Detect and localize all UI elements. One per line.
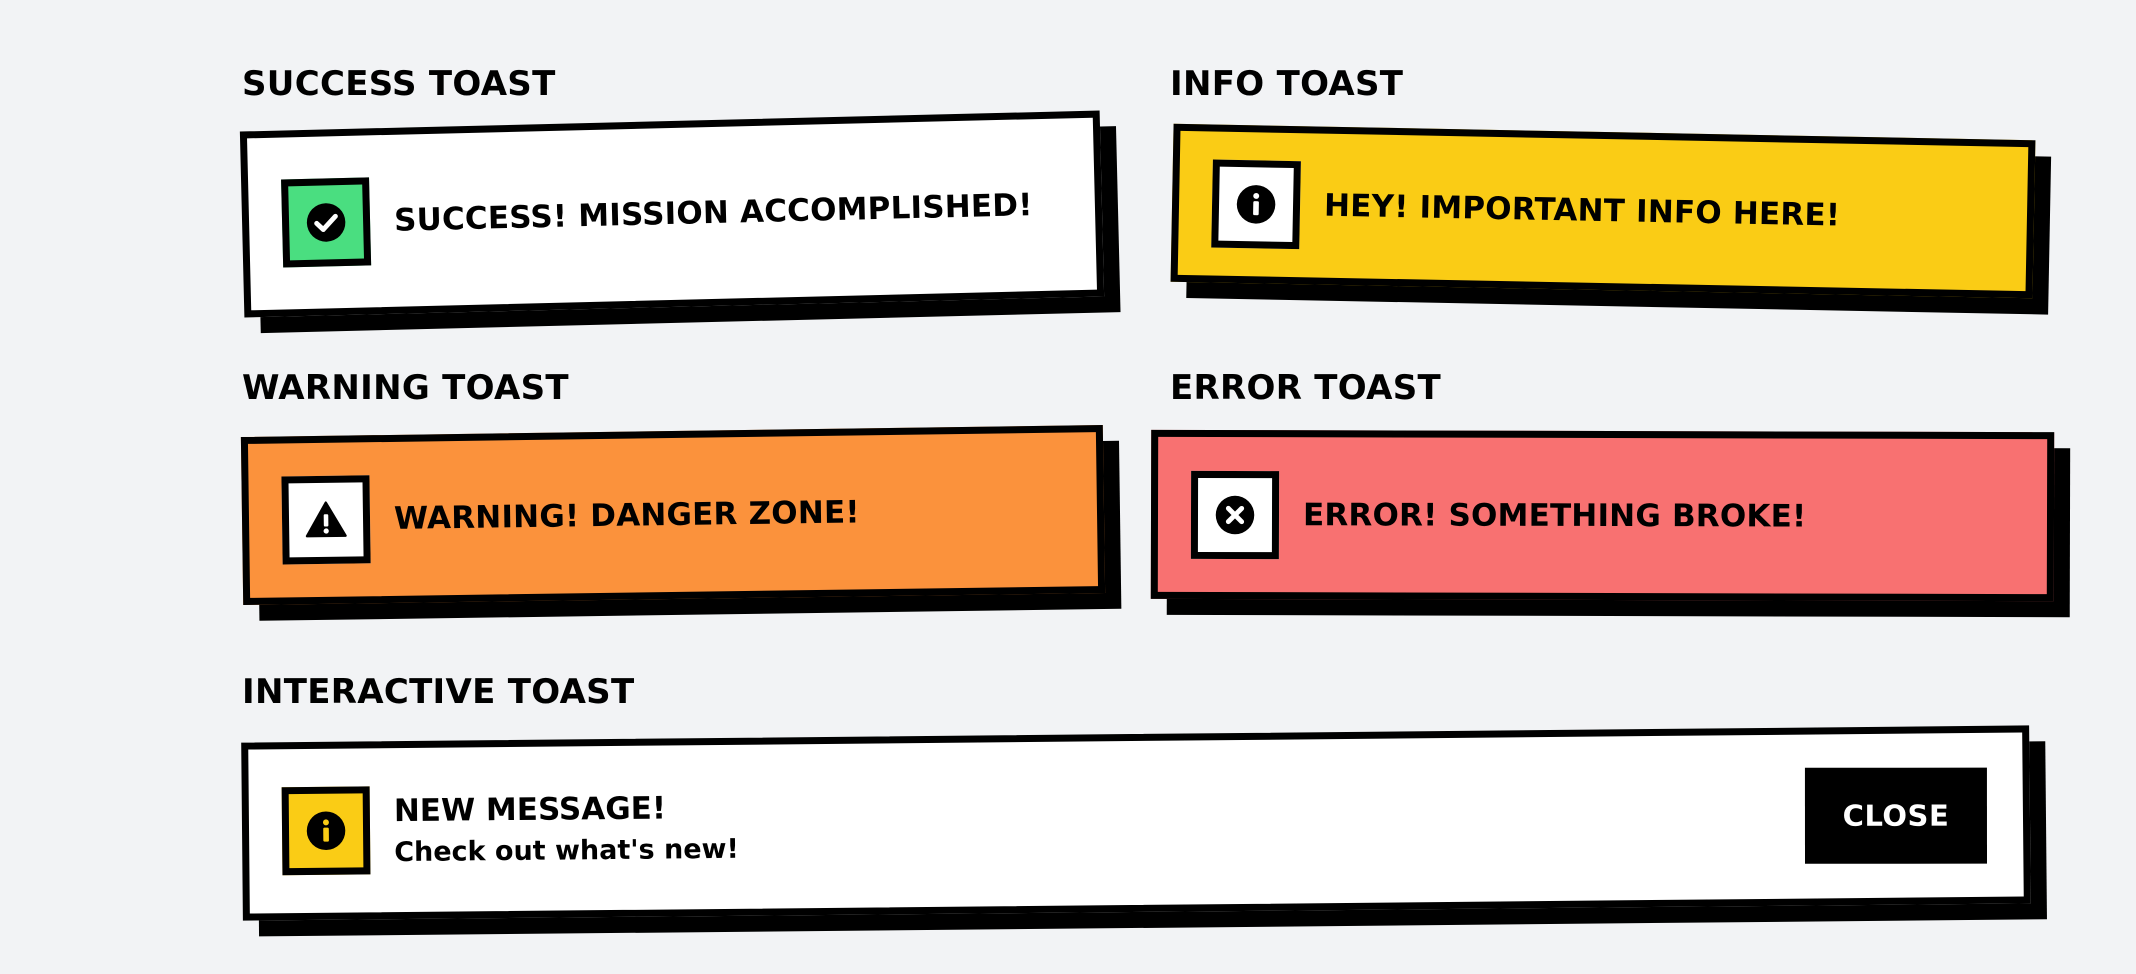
check-circle-icon <box>306 203 346 242</box>
info-icon-box <box>1211 159 1301 250</box>
success-icon-box <box>281 177 372 268</box>
warning-icon-box <box>281 475 371 565</box>
close-button[interactable]: CLOSE <box>1804 767 1988 864</box>
success-toast: SUCCESS! MISSION ACCOMPLISHED! <box>239 110 1105 318</box>
info-circle-icon <box>1236 185 1276 224</box>
info-section-title: INFO TOAST <box>1170 64 1404 104</box>
interactive-icon-box <box>281 786 371 876</box>
interactive-message-title: NEW MESSAGE! <box>393 790 667 829</box>
warning-triangle-icon <box>305 501 347 538</box>
error-toast: ERROR! SOMETHING BROKE! <box>1150 429 2055 602</box>
info-message: HEY! IMPORTANT INFO HERE! <box>1323 187 1841 234</box>
success-message: SUCCESS! MISSION ACCOMPLISHED! <box>393 187 1033 239</box>
warning-message: WARNING! DANGER ZONE! <box>393 494 860 537</box>
x-circle-icon <box>1215 495 1255 534</box>
info-circle-icon <box>306 811 346 851</box>
success-section-title: SUCCESS TOAST <box>242 64 556 104</box>
interactive-toast: NEW MESSAGE! Check out what's new! CLOSE <box>241 725 2031 921</box>
interactive-section-title: INTERACTIVE TOAST <box>242 672 635 712</box>
info-toast: HEY! IMPORTANT INFO HERE! <box>1170 123 2036 299</box>
interactive-message-block: NEW MESSAGE! Check out what's new! <box>393 789 739 868</box>
warning-section-title: WARNING TOAST <box>242 368 569 408</box>
interactive-message-subtitle: Check out what's new! <box>394 833 739 868</box>
error-icon-box <box>1190 470 1280 559</box>
error-message: ERROR! SOMETHING BROKE! <box>1302 496 1807 535</box>
warning-toast: WARNING! DANGER ZONE! <box>240 424 1106 606</box>
error-section-title: ERROR TOAST <box>1170 368 1441 408</box>
